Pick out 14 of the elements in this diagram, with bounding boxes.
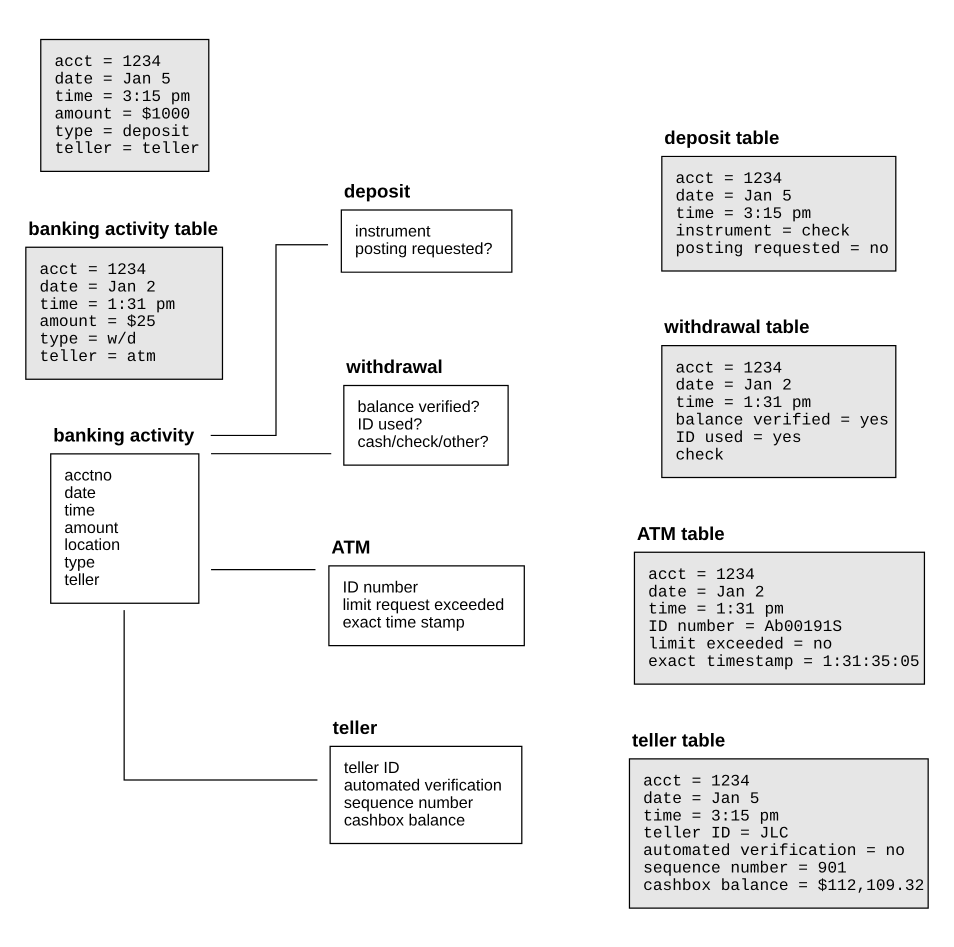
node-label: teller	[332, 716, 378, 738]
node-label: deposit	[344, 180, 410, 202]
node-label: deposit table	[664, 126, 780, 148]
node-label: withdrawal	[346, 356, 443, 377]
connector	[211, 453, 332, 454]
node-label: ATM	[331, 536, 370, 558]
node-label: ATM table	[636, 522, 725, 544]
connector	[124, 610, 318, 781]
node-label: banking activity table	[28, 218, 218, 239]
node-label: banking activity	[53, 424, 194, 446]
node-label: teller table	[632, 729, 726, 750]
connector	[210, 244, 328, 436]
node-label: withdrawal table	[664, 316, 810, 338]
connector	[211, 569, 316, 570]
